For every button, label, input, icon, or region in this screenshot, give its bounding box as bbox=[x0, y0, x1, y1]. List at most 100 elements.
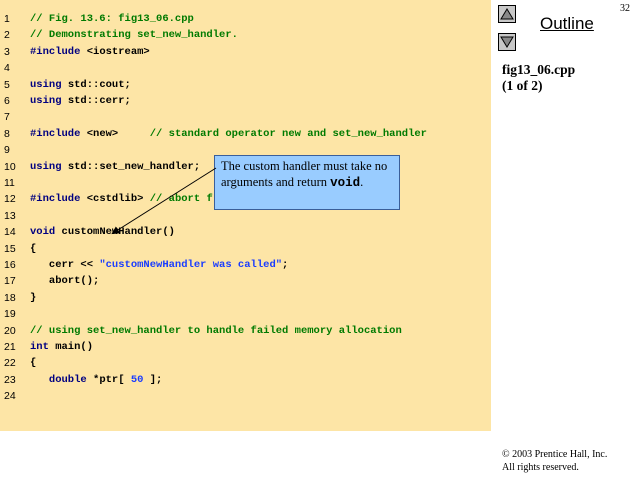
code-token: double bbox=[30, 373, 87, 386]
line-number: 8 bbox=[4, 127, 10, 140]
outline-link[interactable]: Outline bbox=[540, 14, 594, 33]
copyright: © 2003 Prentice Hall, Inc. All rights re… bbox=[502, 448, 638, 474]
code-line: 8 #include <new> // standard operator new… bbox=[0, 126, 491, 142]
code-text: { bbox=[30, 355, 36, 371]
code-token: { bbox=[30, 357, 37, 370]
line-number: 4 bbox=[4, 62, 10, 75]
code-token: std::cout; bbox=[61, 78, 131, 91]
code-text: } bbox=[30, 290, 36, 306]
callout-text: The custom handler must take no argument… bbox=[221, 159, 388, 189]
code-line: 11 bbox=[0, 175, 491, 191]
line-number: 14 bbox=[4, 226, 16, 239]
file-name: fig13_06.cpp bbox=[502, 62, 576, 77]
code-token: int bbox=[30, 341, 49, 353]
code-token: abort(); bbox=[30, 275, 100, 288]
code-line: 16 cerr << "customNewHandler was called"… bbox=[0, 257, 491, 273]
code-token: // standard operator new and set_new_han… bbox=[118, 127, 427, 140]
code-line: 21 int main() bbox=[0, 339, 491, 355]
code-token: using bbox=[30, 160, 62, 173]
code-token: #include bbox=[30, 45, 81, 58]
code-line: 22 { bbox=[0, 355, 491, 371]
line-number: 23 bbox=[4, 373, 16, 386]
code-token: cerr << bbox=[30, 259, 100, 271]
annotation-callout: The custom handler must take no argument… bbox=[214, 155, 400, 210]
code-line: 6 using std::cerr; bbox=[0, 93, 491, 109]
line-number: 24 bbox=[4, 390, 16, 403]
code-text: // Demonstrating set_new_handler. bbox=[30, 27, 238, 43]
code-token: main() bbox=[48, 341, 94, 353]
code-text: #include <cstdlib> // abort f bbox=[30, 191, 213, 207]
callout-bold-word: void bbox=[330, 176, 361, 190]
code-token: ]; bbox=[143, 373, 163, 386]
code-token: using bbox=[30, 95, 62, 107]
line-number: 12 bbox=[4, 193, 16, 206]
line-number: 7 bbox=[4, 111, 10, 124]
code-text: int main() bbox=[30, 339, 93, 355]
code-token: // abort f bbox=[143, 193, 213, 206]
code-token: } bbox=[30, 291, 37, 304]
code-line: 19 bbox=[0, 306, 491, 322]
line-number: 20 bbox=[4, 324, 16, 337]
line-number: 21 bbox=[4, 341, 16, 353]
code-line: 9 bbox=[0, 142, 491, 158]
code-line: 17 abort(); bbox=[0, 273, 491, 289]
page-indicator: (1 of 2) bbox=[502, 78, 543, 93]
page-number: 32 bbox=[620, 3, 630, 14]
line-number: 11 bbox=[4, 177, 15, 189]
callout-text-end: . bbox=[360, 175, 364, 189]
line-number: 16 bbox=[4, 259, 16, 271]
code-line: 7 bbox=[0, 109, 491, 125]
line-number: 15 bbox=[4, 242, 16, 255]
copyright-line-2: All rights reserved. bbox=[502, 462, 579, 473]
code-text: { bbox=[30, 241, 36, 257]
nav-up-button[interactable] bbox=[498, 5, 516, 23]
line-number: 19 bbox=[4, 308, 16, 321]
code-token: { bbox=[30, 242, 37, 255]
triangle-up-icon bbox=[500, 8, 514, 20]
code-token: <iostream> bbox=[80, 45, 150, 58]
code-line: 20 // using set_new_handler to handle fai… bbox=[0, 323, 491, 339]
line-number: 3 bbox=[4, 45, 10, 58]
code-token: using bbox=[30, 78, 62, 91]
code-text: double *ptr[ 50 ]; bbox=[30, 372, 162, 388]
code-line: 4 bbox=[0, 60, 491, 76]
code-token: // using set_new_handler to handle faile… bbox=[30, 324, 402, 337]
code-line: 2// Demonstrating set_new_handler. bbox=[0, 27, 491, 43]
copyright-line-1: © 2003 Prentice Hall, Inc. bbox=[502, 449, 608, 460]
code-line: 3 #include <iostream> bbox=[0, 44, 491, 60]
code-token: ; bbox=[282, 259, 289, 271]
code-token: std::cerr; bbox=[61, 95, 131, 107]
code-text: cerr << "customNewHandler was called"; bbox=[30, 257, 288, 273]
code-text: using std::set_new_handler; bbox=[30, 159, 200, 175]
code-text: #include <iostream> bbox=[30, 44, 150, 60]
line-number: 22 bbox=[4, 357, 16, 370]
code-token: <cstdlib> bbox=[80, 193, 144, 206]
line-number: 1 bbox=[4, 13, 10, 25]
line-number: 13 bbox=[4, 209, 16, 222]
code-panel: 1 // Fig. 13.6: fig13_06.cpp 2// Demonstra… bbox=[0, 0, 491, 431]
code-token: std::set_new_handler; bbox=[61, 160, 201, 173]
code-line: 23 double *ptr[ 50 ]; bbox=[0, 372, 491, 388]
code-line: 18} bbox=[0, 290, 491, 306]
code-line: 13 bbox=[0, 208, 491, 224]
line-number: 10 bbox=[4, 160, 16, 173]
code-token: 50 bbox=[130, 373, 144, 386]
code-text: using std::cout; bbox=[30, 77, 131, 93]
line-number: 17 bbox=[4, 275, 16, 288]
code-line: 1 // Fig. 13.6: fig13_06.cpp bbox=[0, 11, 491, 27]
code-line: 15 { bbox=[0, 241, 491, 257]
code-token: void bbox=[30, 226, 56, 239]
line-number: 9 bbox=[4, 144, 10, 157]
code-text: void customNewHandler() bbox=[30, 224, 175, 240]
code-text: #include <new> // standard operator new … bbox=[30, 126, 427, 142]
nav-down-button[interactable] bbox=[498, 33, 516, 51]
line-number: 18 bbox=[4, 291, 16, 304]
code-token: "customNewHandler was called" bbox=[99, 259, 283, 271]
code-token: // Fig. 13.6: fig13_06.cpp bbox=[30, 13, 194, 25]
code-text: using std::cerr; bbox=[30, 93, 131, 109]
code-token: #include bbox=[30, 127, 81, 140]
code-token: // Demonstrating set_new_handler. bbox=[30, 29, 238, 42]
line-number: 6 bbox=[4, 95, 10, 107]
code-token: #include bbox=[30, 193, 81, 206]
triangle-down-icon bbox=[500, 36, 514, 48]
